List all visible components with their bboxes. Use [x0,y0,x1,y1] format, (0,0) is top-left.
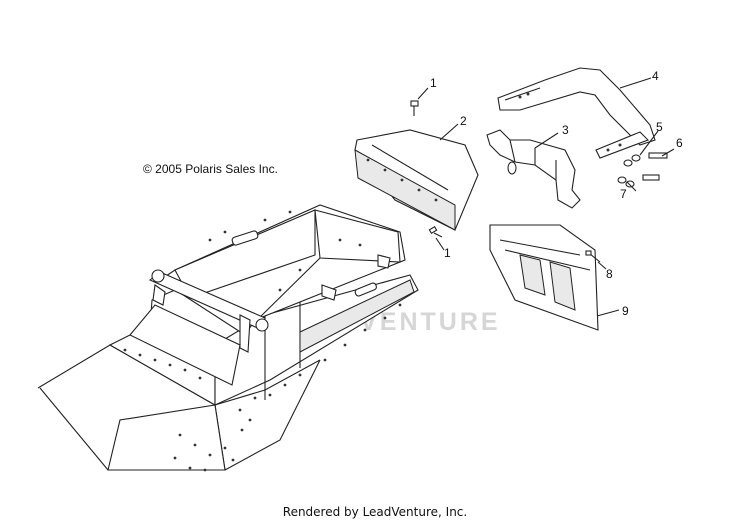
part-9-snow-flap [489,224,599,331]
callout-7: 7 [620,187,627,201]
callout-1-top: 1 [430,76,437,90]
callout-8: 8 [606,267,613,281]
callout-labels: 1 2 3 4 5 6 7 1 8 9 [430,69,683,318]
callout-leaders [417,77,675,317]
callout-3: 3 [562,123,569,137]
callout-1-bottom: 1 [444,246,451,260]
part-1-fastener-top [410,100,419,116]
part-2-cover-panel [354,129,479,231]
callout-5: 5 [656,120,663,134]
callout-4: 4 [652,69,659,83]
part-8-fastener [585,250,601,263]
callout-6: 6 [676,136,683,150]
part-1-fastener-bottom [428,226,443,238]
part-6-bolts [642,152,668,181]
part-5-washers [623,154,641,167]
part-3-strap [486,129,581,209]
footer-credit: Rendered by LeadVenture, Inc. [282,505,468,519]
tunnel-assembly [37,204,419,472]
rivet-dots [123,210,402,472]
part-4-bumper-rail [497,67,656,159]
callout-9: 9 [622,304,629,318]
copyright-text: © 2005 Polaris Sales Inc. [143,162,278,176]
callout-2: 2 [460,114,467,128]
part-7-nuts [617,176,635,188]
